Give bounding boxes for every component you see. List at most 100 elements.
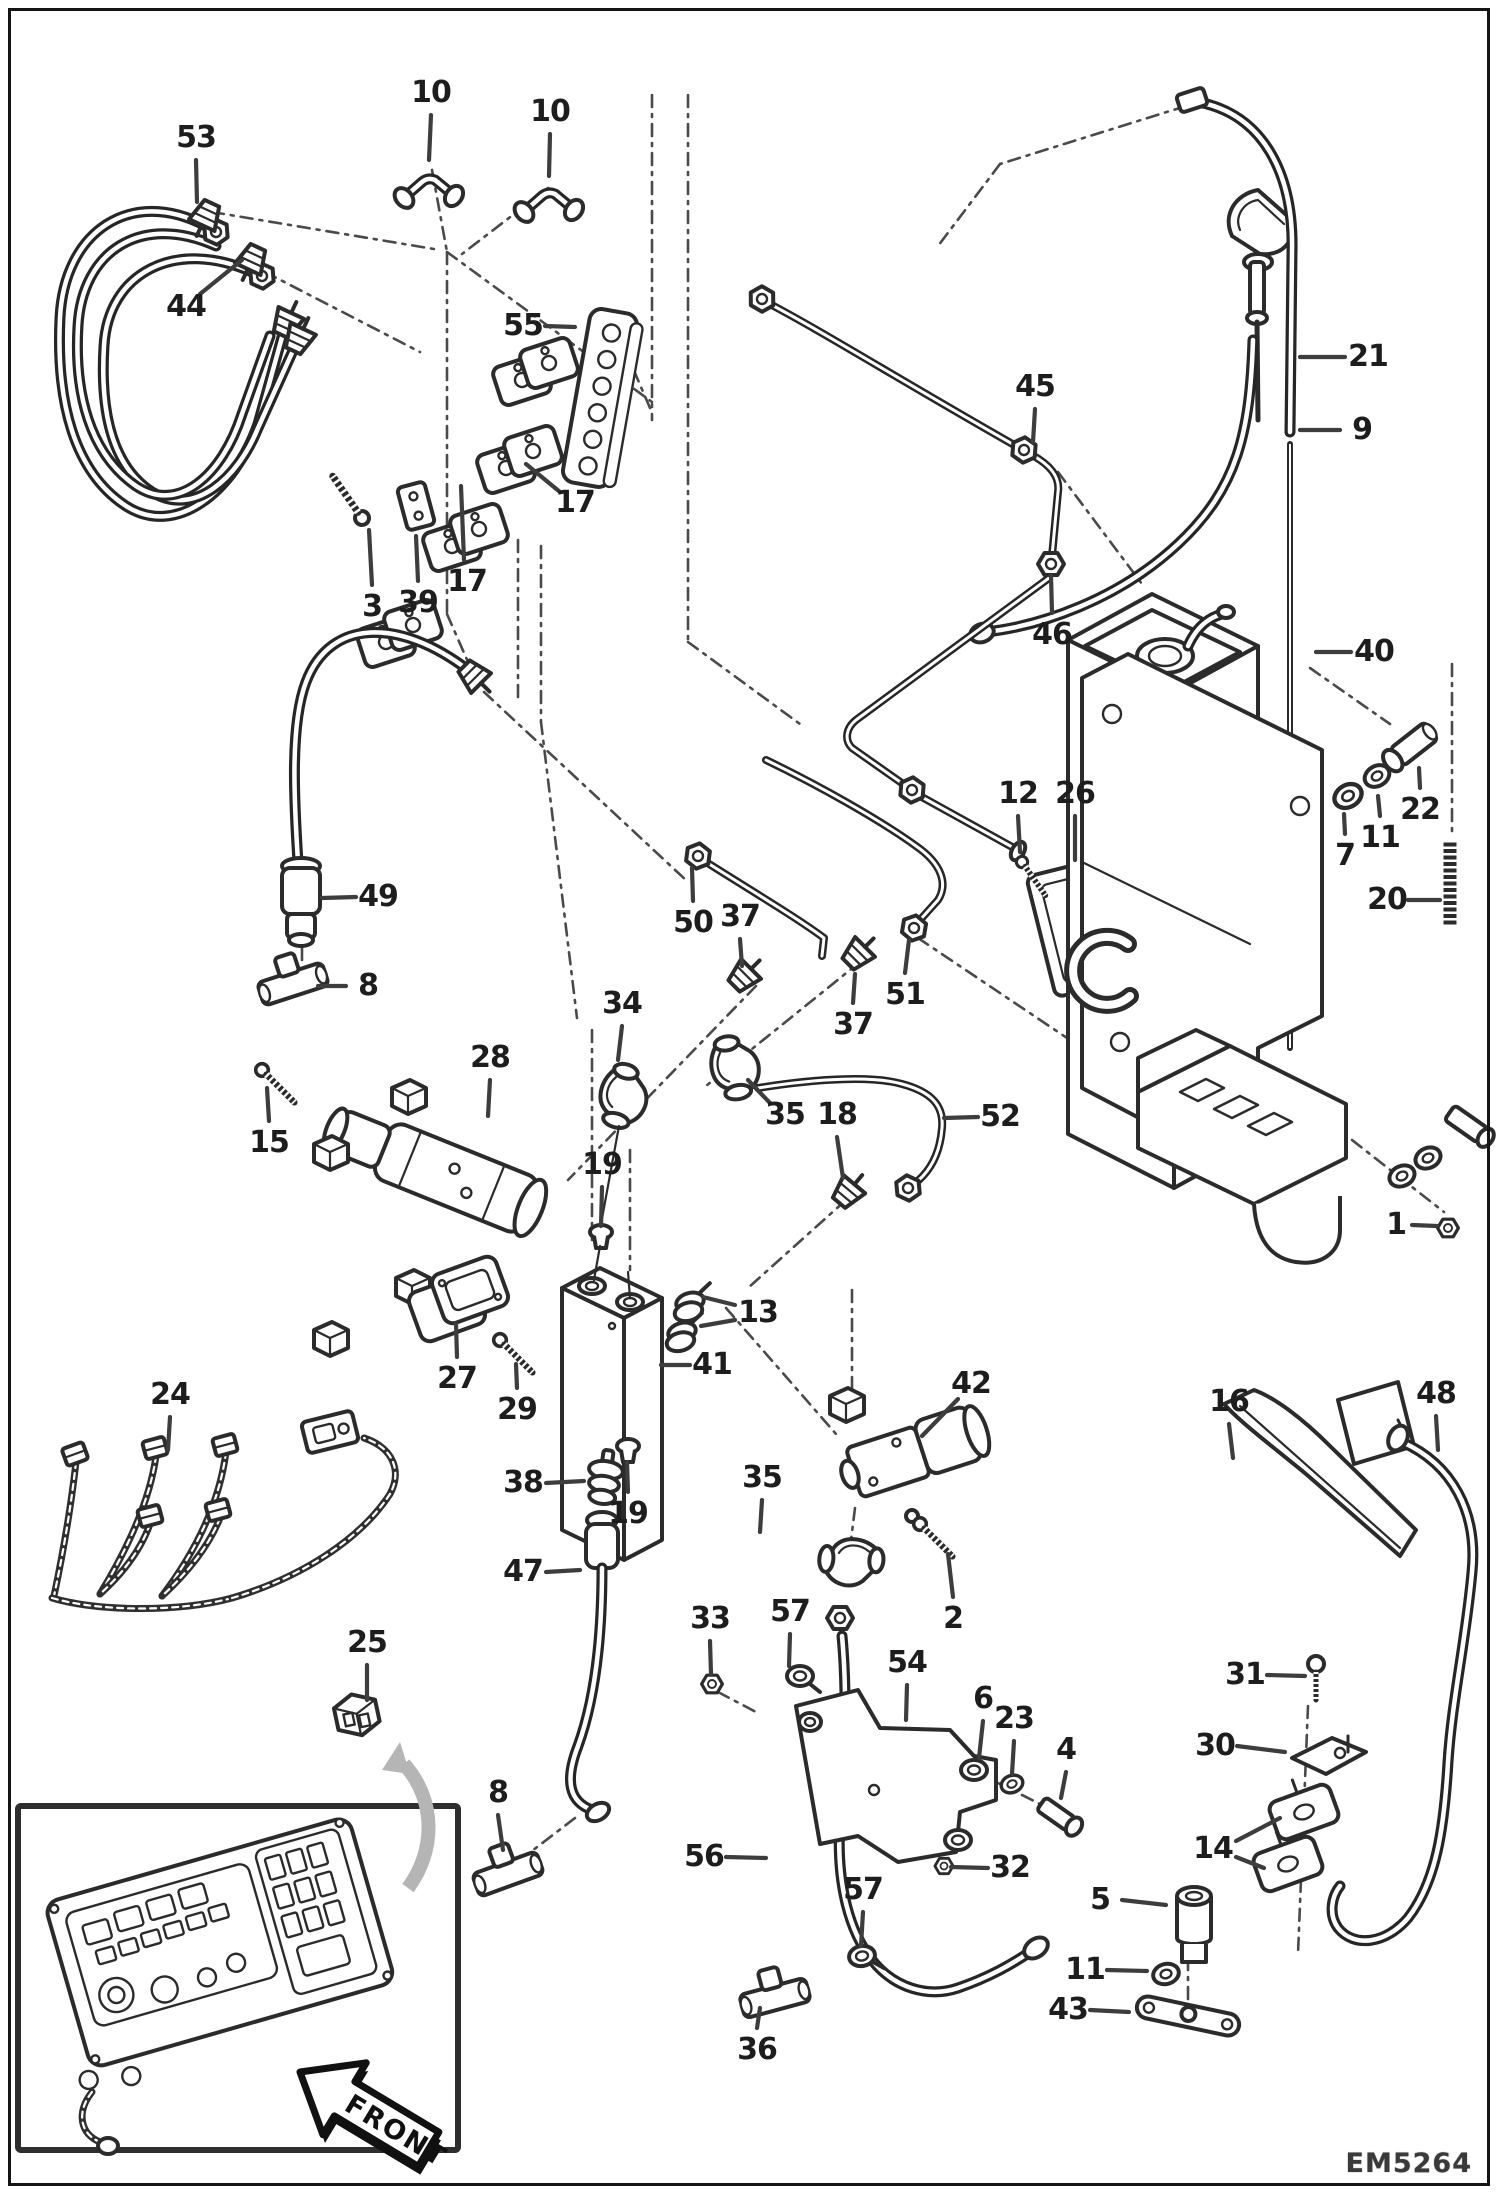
callout-39: 39 [398, 585, 439, 620]
manifold-55 [560, 307, 644, 489]
leader-line-16 [1226, 1421, 1236, 1461]
callout-20: 20 [1367, 882, 1408, 917]
callout-6: 6 [973, 1681, 994, 1716]
callout-41: 41 [692, 1347, 733, 1382]
leader-line-33 [707, 1638, 714, 1677]
callout-54: 54 [887, 1645, 928, 1680]
hose-assembly-53-44 [53, 195, 323, 522]
nut-1 [1435, 1217, 1461, 1239]
solenoid-42 [839, 1404, 992, 1499]
washer-lower-b [1409, 1141, 1447, 1175]
fittings-13 [667, 1281, 720, 1327]
bracket-54 [794, 1688, 998, 1864]
construction-lines [210, 93, 1454, 2010]
callout-9: 9 [1352, 412, 1373, 447]
leader-line-35 [757, 1497, 765, 1535]
leader-line-29 [513, 1361, 520, 1391]
clamp-57-upper [785, 1664, 822, 1694]
leader-line-31 [1264, 1672, 1308, 1679]
figure-code: EM5264 [1345, 2148, 1472, 2179]
screw-29 [494, 1334, 533, 1373]
hose-48 [1326, 1423, 1479, 1947]
leader-line-22 [1416, 765, 1423, 791]
callout-17: 17 [555, 485, 596, 520]
leader-line-10 [426, 112, 434, 163]
leader-line-7 [1341, 811, 1348, 837]
connector-cube [312, 1320, 350, 1358]
nut-33 [699, 1673, 725, 1695]
fitting-38 [587, 1448, 625, 1507]
leader-line-55 [542, 323, 578, 330]
pipe-50-37 [678, 837, 828, 995]
leader-line-17 [523, 461, 563, 495]
leader-line-53 [193, 157, 200, 205]
callout-30: 30 [1195, 1728, 1236, 1763]
t-fitting-8-lower [462, 1831, 547, 1900]
leader-line-50 [689, 865, 696, 904]
plate-30 [1290, 1734, 1368, 1776]
leader-line-34 [615, 1023, 625, 1063]
callout-27: 27 [437, 1361, 478, 1396]
callout-33: 33 [690, 1601, 731, 1636]
callout-37: 37 [833, 1007, 874, 1042]
callout-48: 48 [1416, 1376, 1457, 1411]
callout-12: 12 [998, 776, 1039, 811]
leader-line-19 [598, 1184, 605, 1229]
leader-line-6 [976, 1718, 986, 1761]
elbow-fitting-10-right [512, 187, 586, 224]
front-arrow: FRONT [296, 2059, 452, 2175]
elbow-35-lower [815, 1534, 888, 1591]
plates-27 [406, 1254, 511, 1344]
callout-18: 18 [817, 1097, 858, 1132]
control-unit [45, 1817, 395, 2091]
callout-7: 7 [1335, 838, 1356, 873]
leader-line-38 [543, 1478, 587, 1486]
callout-29: 29 [497, 1392, 538, 1427]
callout-57: 57 [843, 1872, 884, 1907]
callout-22: 22 [1400, 792, 1441, 827]
leader-line-49 [319, 894, 359, 901]
leader-line-32 [948, 1864, 991, 1871]
leader-line-10 [546, 131, 553, 179]
leader-line-51 [902, 937, 912, 976]
connector-cube-42 [828, 1386, 866, 1424]
callout-40: 40 [1354, 634, 1395, 669]
leader-line-24 [165, 1414, 173, 1453]
callout-8: 8 [358, 968, 379, 1003]
callout-44: 44 [166, 289, 207, 324]
hose-49 [280, 626, 499, 948]
leader-line-1 [1409, 1222, 1440, 1229]
leader-line-48 [1433, 1413, 1441, 1453]
rotate-up-arrow [398, 1759, 436, 1893]
connector-cube [312, 1134, 350, 1172]
callout-38: 38 [503, 1465, 544, 1500]
pipe-45-46 [743, 280, 1066, 863]
callout-43: 43 [1048, 1992, 1089, 2027]
clamp-14-upper [1260, 1767, 1343, 1844]
t-fitting-8-upper [248, 942, 332, 1009]
leader-line-37 [737, 936, 745, 969]
callout-11: 11 [1065, 1952, 1106, 1987]
rotate-up-arrowhead [382, 1742, 410, 1774]
solenoid-valve-28 [321, 1106, 549, 1239]
leader-line-57 [858, 1909, 866, 1949]
callout-4: 4 [1056, 1732, 1077, 1767]
leader-line-35 [745, 1077, 773, 1106]
elbow-fitting-10-left [392, 173, 466, 210]
leader-line-15 [264, 1085, 272, 1124]
callout-2: 2 [943, 1601, 964, 1636]
clamp-blocks-17 [353, 333, 582, 672]
leader-line-13 [698, 1317, 738, 1329]
leader-line-14 [1233, 1854, 1267, 1871]
leader-line-37 [850, 971, 858, 1006]
leader-line-44 [197, 257, 245, 297]
leader-lines [165, 112, 1443, 2031]
callout-5: 5 [1090, 1882, 1111, 1917]
callout-49: 49 [358, 879, 399, 914]
callout-56: 56 [684, 1839, 725, 1874]
c-clamp [1064, 927, 1139, 1014]
callout-34: 34 [602, 986, 643, 1021]
callout-25: 25 [347, 1625, 388, 1660]
